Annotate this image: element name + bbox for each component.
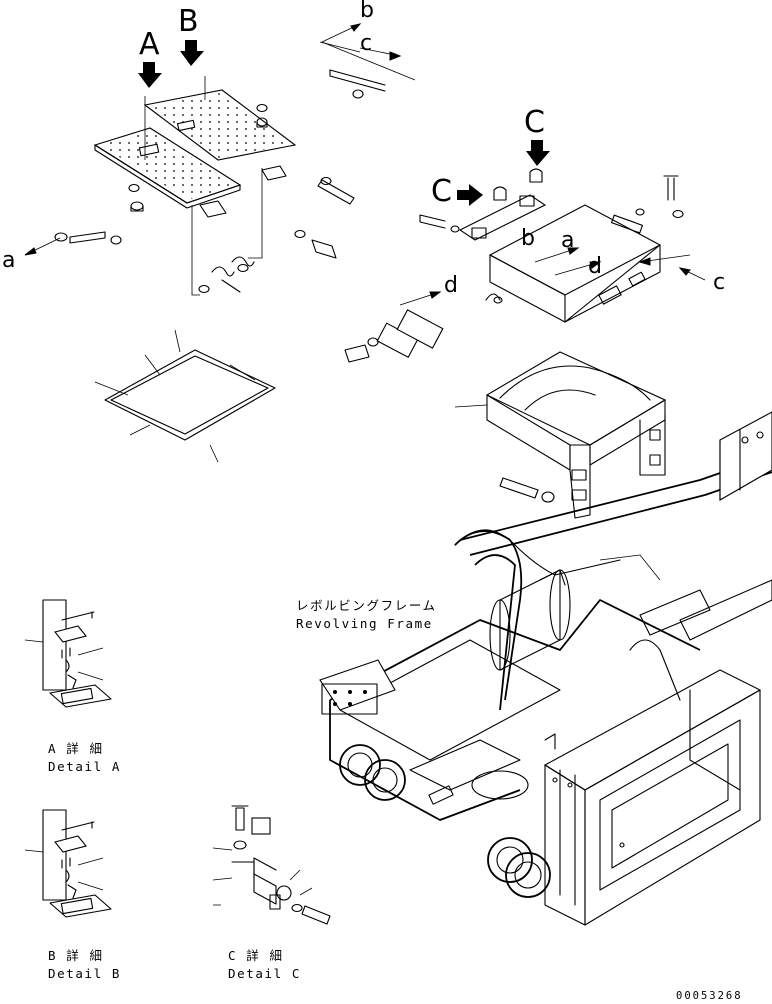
arrow-label-d-mid: d <box>444 273 458 298</box>
detail-a-drawing <box>24 599 112 708</box>
arrow-right-icon <box>457 184 483 206</box>
detail-b-en: Detail B <box>48 966 122 981</box>
detail-c-en: Detail C <box>228 966 302 981</box>
arrow-label-a-left: a <box>2 248 16 273</box>
view-label-c-left: C <box>431 174 452 209</box>
cab-support-box <box>454 351 667 519</box>
detail-c-jp: C 詳 細 <box>228 948 284 963</box>
detail-c-drawing <box>212 805 331 925</box>
floor-plate-assembly <box>54 69 386 296</box>
arrow-down-icon <box>180 40 204 66</box>
frame-label-en: Revolving Frame <box>296 616 433 631</box>
view-label-a: A <box>139 27 160 62</box>
floor-cover-b <box>176 119 196 132</box>
cab-mount-bracket <box>399 168 706 323</box>
detail-a-jp: A 詳 細 <box>48 741 104 756</box>
mount-pad <box>344 309 444 363</box>
arrow-label-a-right: a <box>561 228 575 253</box>
detail-b-drawing <box>24 809 112 918</box>
floor-cover-a <box>138 143 160 157</box>
arrow-label-b-right: b <box>521 226 535 251</box>
floor-sheet <box>94 329 276 463</box>
frame-label-jp: レボルビングフレーム <box>296 598 437 613</box>
arrow-label-c-right: c <box>713 270 726 295</box>
arrow-label-b-top: b <box>360 0 374 23</box>
detail-b-jp: B 詳 細 <box>48 948 104 963</box>
arrow-label-c-top: c <box>360 31 373 56</box>
arrow-down-icon <box>138 62 162 88</box>
view-label-c-top: C <box>524 105 545 140</box>
arrow-label-d-right: d <box>588 254 602 279</box>
revolving-frame <box>319 411 772 926</box>
detail-a-en: Detail A <box>48 759 122 774</box>
arrow-down-icon <box>526 140 550 166</box>
view-label-b: B <box>178 4 199 39</box>
drawing-code: 00053268 <box>676 990 743 1002</box>
direction-arrows <box>24 23 416 256</box>
